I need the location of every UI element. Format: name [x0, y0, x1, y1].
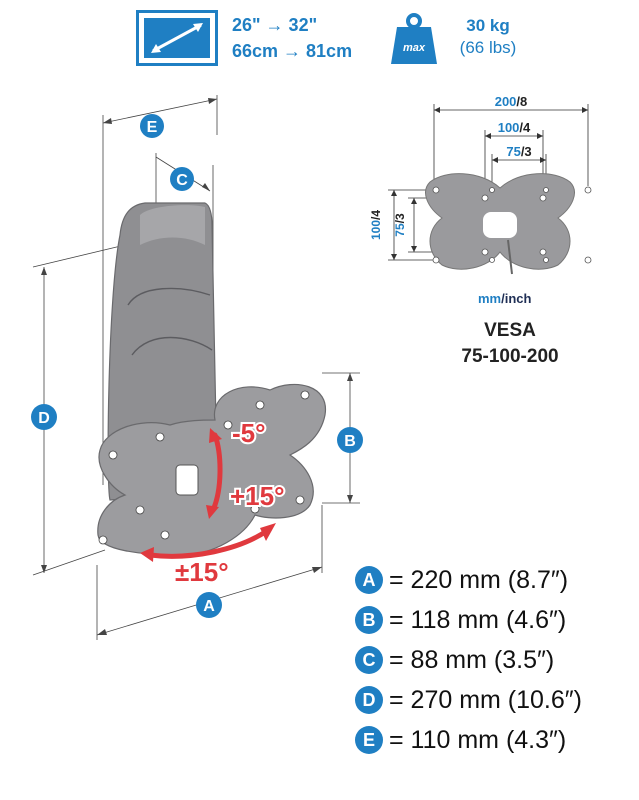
marker-b: B: [337, 427, 363, 453]
vesa-units-inch: /inch: [501, 291, 532, 306]
weight-badge-text: max: [403, 42, 426, 54]
spec-badge-d: D: [355, 686, 383, 714]
vesa-75-label: 75: [506, 144, 520, 159]
vesa-plate-slot: [483, 212, 517, 238]
svg-text:100/4: 100/4: [369, 210, 383, 240]
svg-text:100/4: 100/4: [498, 120, 531, 135]
spec-badge-c: C: [355, 646, 383, 674]
marker-e: E: [140, 114, 164, 138]
angle-swivel: ±15°: [175, 557, 229, 587]
mount-plate-slot: [175, 464, 199, 496]
mount-arm-top: [140, 205, 205, 245]
svg-text:75/3: 75/3: [393, 213, 407, 237]
vesa-v100-inch: /4: [369, 210, 383, 220]
screen-size-icon: [136, 10, 218, 66]
spec-row-c: C = 88 mm (3.5″): [355, 644, 554, 676]
vesa-v75-label: 75: [393, 223, 407, 237]
vesa-title: VESA: [484, 320, 536, 341]
weight-icon: max: [389, 12, 439, 66]
spec-row-a: A = 220 mm (8.7″): [355, 564, 568, 596]
vesa-200-inch: /8: [516, 94, 527, 109]
svg-text:75/3: 75/3: [506, 144, 531, 159]
marker-a: A: [196, 592, 222, 618]
weight-lbs-text: (66 lbs): [459, 38, 517, 57]
mount-plate: [97, 383, 326, 556]
vesa-75-inch: /3: [521, 144, 532, 159]
spec-value-c: = 88 mm (3.5″): [389, 645, 555, 674]
vesa-units: mm/inch: [478, 291, 531, 306]
vesa-100-label: 100: [498, 120, 520, 135]
vesa-units-mm: mm: [478, 291, 502, 306]
vesa-200-label: 200: [495, 94, 517, 109]
spec-row-e: E = 110 mm (4.3″): [355, 724, 566, 756]
vesa-pattern-diagram: 200/8 100/4 75/3 100/4 75/3: [369, 94, 592, 275]
angle-tilt-up: +15°: [230, 481, 285, 511]
vesa-patterns: 75-100-200: [461, 346, 559, 367]
weight-kg-text: 30 kg: [466, 16, 510, 35]
spec-value-b: = 118 mm (4.6″): [389, 605, 567, 634]
spec-badge-b: B: [355, 606, 383, 634]
spec-value-e: = 110 mm (4.3″): [389, 725, 567, 754]
svg-text:200/8: 200/8: [495, 94, 528, 109]
svg-text:C: C: [176, 172, 188, 189]
spec-row-d: D = 270 mm (10.6″): [355, 684, 582, 716]
svg-text:B: B: [344, 433, 356, 450]
svg-text:A: A: [203, 598, 215, 615]
spec-badge-a: A: [355, 566, 383, 594]
spec-value-d: = 270 mm (10.6″): [389, 685, 582, 714]
spec-row-b: B = 118 mm (4.6″): [355, 604, 566, 636]
marker-d: D: [31, 404, 57, 430]
size-inch-text: 26" → 32": [232, 15, 318, 35]
marker-c: C: [170, 167, 194, 191]
vesa-v75-inch: /3: [393, 213, 407, 223]
vesa-v100-label: 100: [369, 220, 383, 240]
size-cm-text: 66cm → 81cm: [232, 41, 353, 61]
angle-tilt-down: -5°: [232, 418, 266, 448]
svg-text:D: D: [38, 410, 50, 427]
mount-dimension-diagram: -5° +15° ±15° E C D B A: [31, 95, 363, 640]
diagonal-arrow-icon: [144, 18, 210, 58]
spec-value-a: = 220 mm (8.7″): [389, 565, 569, 594]
vesa-100-inch: /4: [519, 120, 531, 135]
svg-text:E: E: [147, 119, 158, 136]
spec-badge-e: E: [355, 726, 383, 754]
